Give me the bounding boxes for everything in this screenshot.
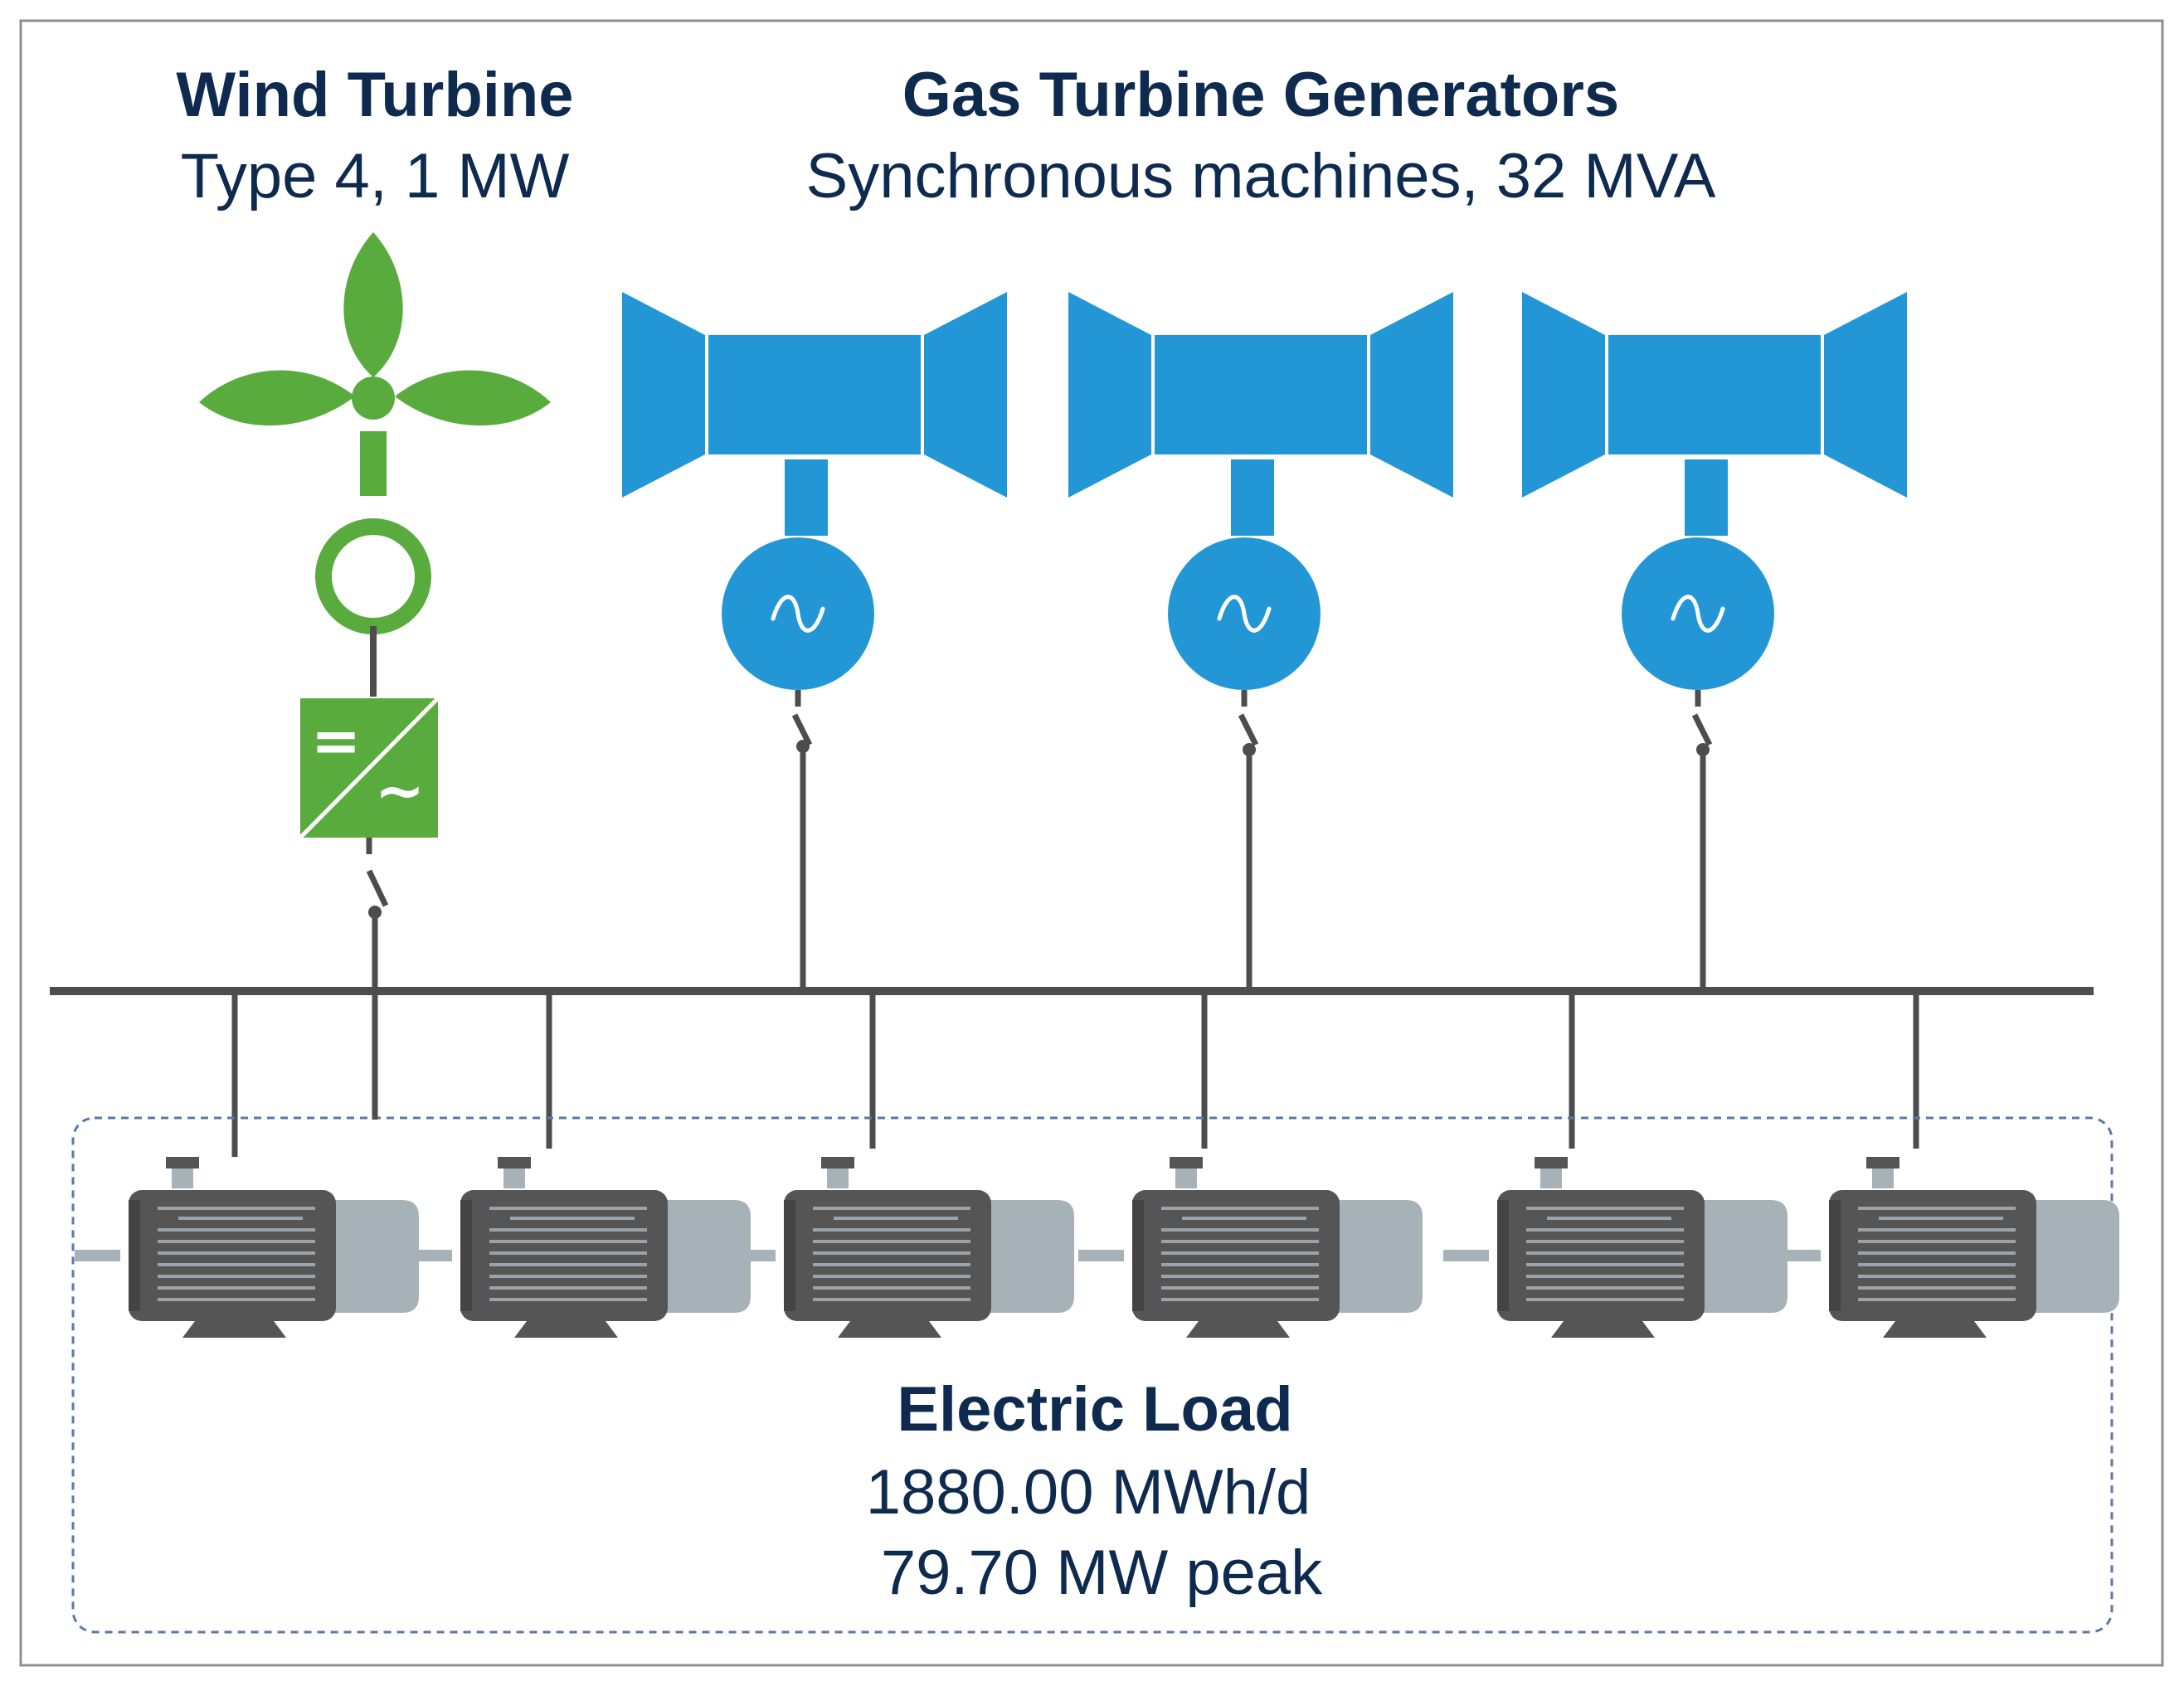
converter-icon: = ~: [299, 697, 440, 839]
motor-icon: [1775, 1157, 2119, 1338]
gas-turbine-unit-3: [1522, 292, 1907, 987]
gas-turbine-icon: [622, 292, 1007, 536]
switch-icon: [1691, 690, 1713, 987]
converter-dc-symbol: =: [311, 706, 361, 775]
wind-generator-ring: [315, 518, 431, 634]
electric-load-energy: 1880.00 MWh/d: [866, 1457, 1311, 1528]
gas-turbines-subtitle: Synchronous machines, 32 MVA: [806, 141, 1716, 211]
electric-load-box: [71, 1116, 2113, 1634]
motor-icon: [1078, 1157, 1423, 1338]
electric-load-title: Electric Load: [897, 1374, 1292, 1445]
gas-turbine-unit-1: [622, 292, 1007, 987]
motor-icon: [1443, 1157, 1788, 1338]
motor-icon: [730, 1157, 1074, 1338]
generator-icon: [1622, 537, 1774, 690]
gas-turbine-unit-2: [1068, 292, 1453, 987]
gas-turbines-title: Gas Turbine Generators: [902, 60, 1619, 130]
wind-turbine-title: Wind Turbine: [176, 60, 573, 130]
gas-turbine-icon: [1068, 292, 1453, 536]
converter-ac-symbol: ~: [375, 756, 425, 825]
switch-icon: [1238, 690, 1259, 987]
generator-icon: [722, 537, 874, 690]
motor-icon: [406, 1157, 751, 1338]
motor-icon: [75, 1157, 419, 1338]
switch-icon: [791, 690, 813, 987]
generator-icon: [1168, 537, 1321, 690]
wind-turbine-icon: [199, 232, 551, 496]
diagram-border: [19, 19, 2164, 1667]
wind-turbine-subtitle: Type 4, 1 MW: [181, 141, 570, 211]
load-feeders: [231, 991, 1919, 1157]
gas-turbine-icon: [1522, 292, 1907, 536]
electric-load-peak: 79.70 MW peak: [881, 1538, 1323, 1608]
